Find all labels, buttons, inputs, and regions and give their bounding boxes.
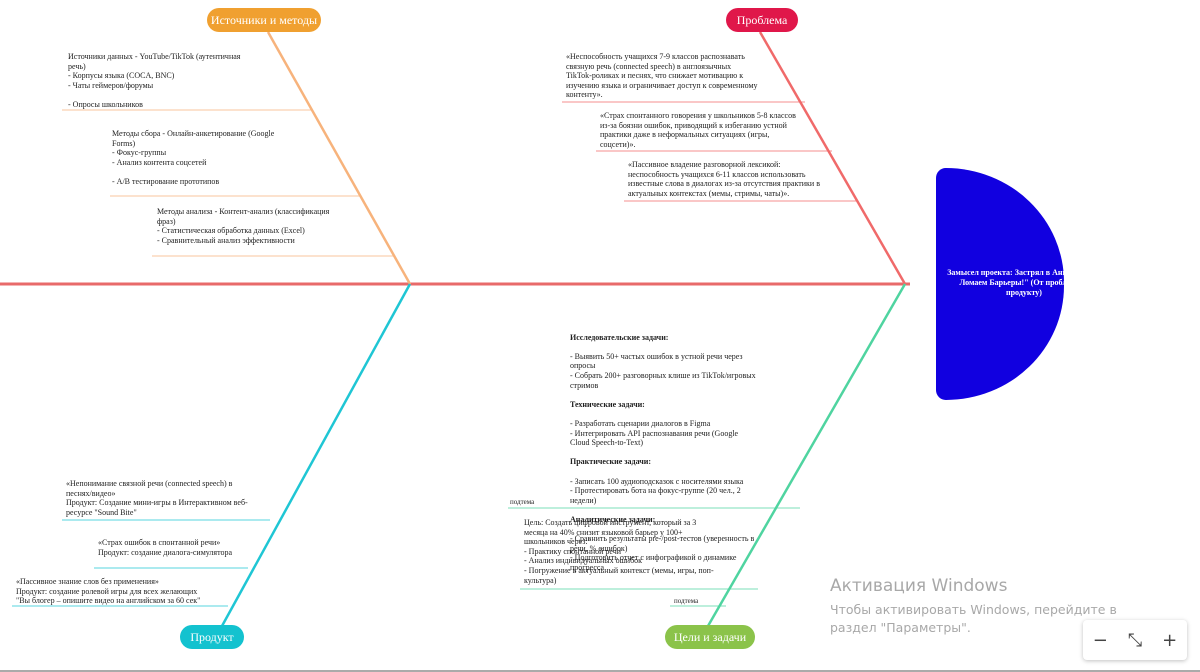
task-group-body: - Сравнить результаты pre-/post-тестов (… <box>570 534 755 572</box>
task-group-body: - Разработать сценарии диалогов в Figma … <box>570 418 739 448</box>
product-item-3[interactable]: «Пассивное знание слов без применения» П… <box>16 577 201 606</box>
problem-pill[interactable]: Проблема <box>726 8 798 32</box>
problem-item-3[interactable]: «Пассивное владение разговорной лексикой… <box>628 160 820 198</box>
task-group-title: Аналитические задачи: <box>570 514 656 524</box>
zoom-out-button[interactable]: − <box>1092 629 1108 651</box>
goals-goal-block[interactable]: Цель: Создать цифровой инструмент, котор… <box>524 518 714 585</box>
task-group-title: Практические задачи: <box>570 457 652 467</box>
goals-pill[interactable]: Цели и задачи <box>665 625 755 649</box>
problem-bone <box>758 31 907 285</box>
sources-collection-methods[interactable]: Методы сбора - Онлайн-анкетирование (Goo… <box>112 129 275 186</box>
product-item-1[interactable]: «Непонимание связной речи (connected spe… <box>66 479 248 517</box>
sources-data-sources[interactable]: Источники данных - YouTube/TikTok (аутен… <box>68 52 241 109</box>
windows-activation-title: Активация Windows <box>830 576 1008 596</box>
task-group-title: Исследовательские задачи: <box>570 332 669 342</box>
problem-item-1[interactable]: «Неспособность учащихся 7-9 классов расп… <box>566 52 758 100</box>
zoom-controls: − ⤡ + <box>1083 620 1187 660</box>
product-item-2[interactable]: «Страх ошибок в спонтанной речи» Продукт… <box>98 538 233 557</box>
goals-bone <box>706 283 907 627</box>
task-group-body: - Записать 100 аудиоподсказок с носителя… <box>570 476 744 505</box>
problem-item-2[interactable]: «Страх спонтанного говорения у школьнико… <box>600 111 796 149</box>
product-bone <box>220 283 412 627</box>
head-title: Замысел проекта: Застрял в Английском? Л… <box>947 268 1101 297</box>
task-group-body: - Выявить 50+ частых ошибок в устной реч… <box>570 351 756 390</box>
sources-analysis-methods[interactable]: Методы анализа - Контент-анализ (классиф… <box>157 207 330 245</box>
fit-to-screen-icon[interactable]: ⤡ <box>1127 629 1143 651</box>
zoom-in-button[interactable]: + <box>1162 629 1178 651</box>
goals-subtopic-2[interactable]: подтема <box>674 597 699 605</box>
task-group-title: Технические задачи: <box>570 399 645 409</box>
sources-bone <box>266 31 412 285</box>
sources-pill[interactable]: Источники и методы <box>207 8 321 32</box>
windows-activation-subtitle: Чтобы активировать Windows, перейдите в … <box>830 602 1117 635</box>
goals-tasks-block[interactable]: Исследовательские задачи: - Выявить 50+ … <box>570 323 810 582</box>
goals-subtopic-1[interactable]: подтема <box>510 498 535 506</box>
product-pill[interactable]: Продукт <box>180 625 244 649</box>
